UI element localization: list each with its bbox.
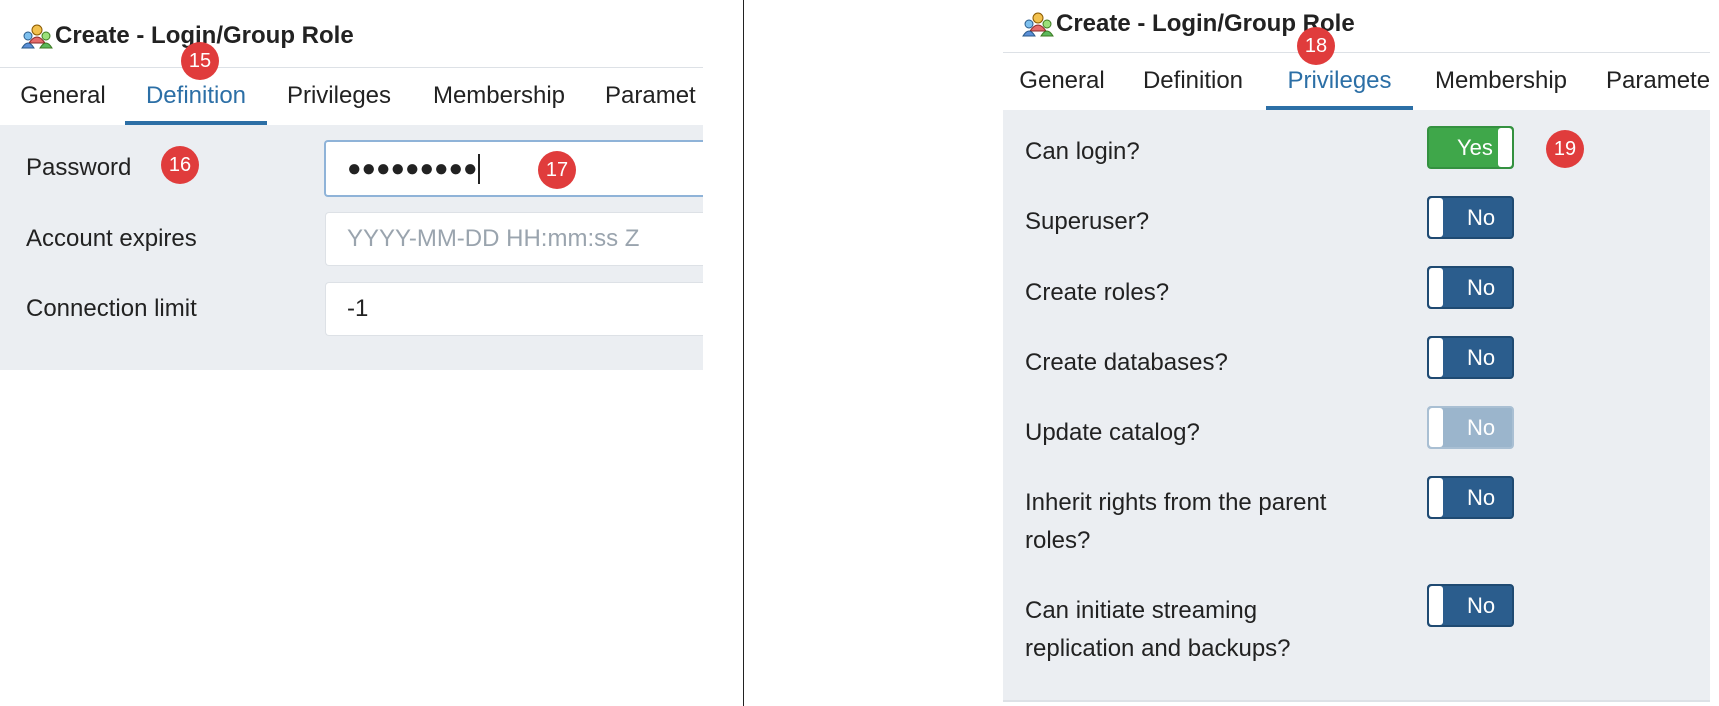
text-caret xyxy=(478,153,481,184)
tab-definition[interactable]: Definition xyxy=(125,68,267,125)
tab-privileges[interactable]: Privileges xyxy=(286,82,392,109)
superuser-toggle[interactable]: No xyxy=(1427,196,1514,239)
step-marker-17: 17 xyxy=(538,151,576,189)
toggle-knob xyxy=(1429,478,1443,517)
tab-parameters[interactable]: Paramete xyxy=(1606,67,1710,94)
replication-label: Can initiate streaming replication and b… xyxy=(1025,592,1291,668)
tab-membership[interactable]: Membership xyxy=(432,82,566,109)
replication-toggle[interactable]: No xyxy=(1427,584,1514,627)
toggle-state: No xyxy=(1467,205,1496,230)
password-value: ●●●●●●●●● xyxy=(347,154,478,182)
left-dialog-panel: Create - Login/Group Role General Defini… xyxy=(0,0,703,370)
replication-label-line1: Can initiate streaming xyxy=(1025,597,1258,624)
can-login-toggle[interactable]: Yes xyxy=(1427,126,1514,169)
inherit-rights-toggle[interactable]: No xyxy=(1427,476,1514,519)
inherit-rights-label: Inherit rights from the parent roles? xyxy=(1025,484,1326,560)
toggle-knob xyxy=(1429,408,1443,447)
connection-limit-label: Connection limit xyxy=(26,295,197,322)
tab-parameters[interactable]: Paramet xyxy=(605,82,696,109)
right-dialog-panel: Create - Login/Group Role General Defini… xyxy=(1003,0,1710,706)
account-expires-placeholder: YYYY-MM-DD HH:mm:ss Z xyxy=(347,225,640,252)
step-marker-18: 18 xyxy=(1297,27,1335,65)
update-catalog-toggle[interactable]: No xyxy=(1427,406,1514,449)
step-marker-19: 19 xyxy=(1546,130,1584,168)
tab-bar: General Definition Privileges Membership… xyxy=(1003,52,1710,111)
create-databases-toggle[interactable]: No xyxy=(1427,336,1514,379)
toggle-state: No xyxy=(1467,345,1496,370)
step-marker-16: 16 xyxy=(161,146,199,184)
tab-general[interactable]: General xyxy=(1019,67,1105,94)
toggle-state: No xyxy=(1467,275,1496,300)
inherit-rights-label-line2: roles? xyxy=(1025,527,1091,554)
toggle-knob xyxy=(1498,128,1512,167)
create-roles-label: Create roles? xyxy=(1025,279,1170,306)
tab-definition[interactable]: Definition xyxy=(1142,67,1244,94)
account-expires-label: Account expires xyxy=(26,225,197,252)
definition-form: Password ●●●●●●●●● Account expires YYYY-… xyxy=(0,125,703,370)
tab-bar: General Definition Privileges Membership… xyxy=(0,67,703,126)
login-group-role-icon xyxy=(1022,12,1054,37)
toggle-knob xyxy=(1429,338,1443,377)
superuser-label: Superuser? xyxy=(1025,208,1150,235)
toggle-state: No xyxy=(1467,593,1496,618)
create-roles-toggle[interactable]: No xyxy=(1427,266,1514,309)
toggle-knob xyxy=(1429,198,1443,237)
login-group-role-icon xyxy=(21,24,53,49)
password-input[interactable]: ●●●●●●●●● xyxy=(324,140,703,197)
update-catalog-label: Update catalog? xyxy=(1025,419,1200,446)
tab-membership[interactable]: Membership xyxy=(1434,67,1568,94)
can-login-label: Can login? xyxy=(1025,138,1140,165)
toggle-state: Yes xyxy=(1457,135,1493,160)
connection-limit-input[interactable]: -1 xyxy=(325,282,703,336)
account-expires-input[interactable]: YYYY-MM-DD HH:mm:ss Z xyxy=(325,212,703,266)
privileges-form: Can login? Yes Superuser? No Create role… xyxy=(1003,110,1710,702)
toggle-state: No xyxy=(1467,485,1496,510)
toggle-knob xyxy=(1429,268,1443,307)
step-marker-15: 15 xyxy=(181,42,219,80)
tab-privileges[interactable]: Privileges xyxy=(1266,53,1413,110)
tab-general[interactable]: General xyxy=(20,82,106,109)
inherit-rights-label-line1: Inherit rights from the parent xyxy=(1025,489,1327,516)
toggle-knob xyxy=(1429,586,1443,625)
connection-limit-value: -1 xyxy=(347,295,369,322)
toggle-state: No xyxy=(1467,415,1496,440)
replication-label-line2: replication and backups? xyxy=(1025,635,1291,662)
password-label: Password xyxy=(26,154,132,181)
create-databases-label: Create databases? xyxy=(1025,349,1228,376)
panel-divider xyxy=(743,0,744,706)
